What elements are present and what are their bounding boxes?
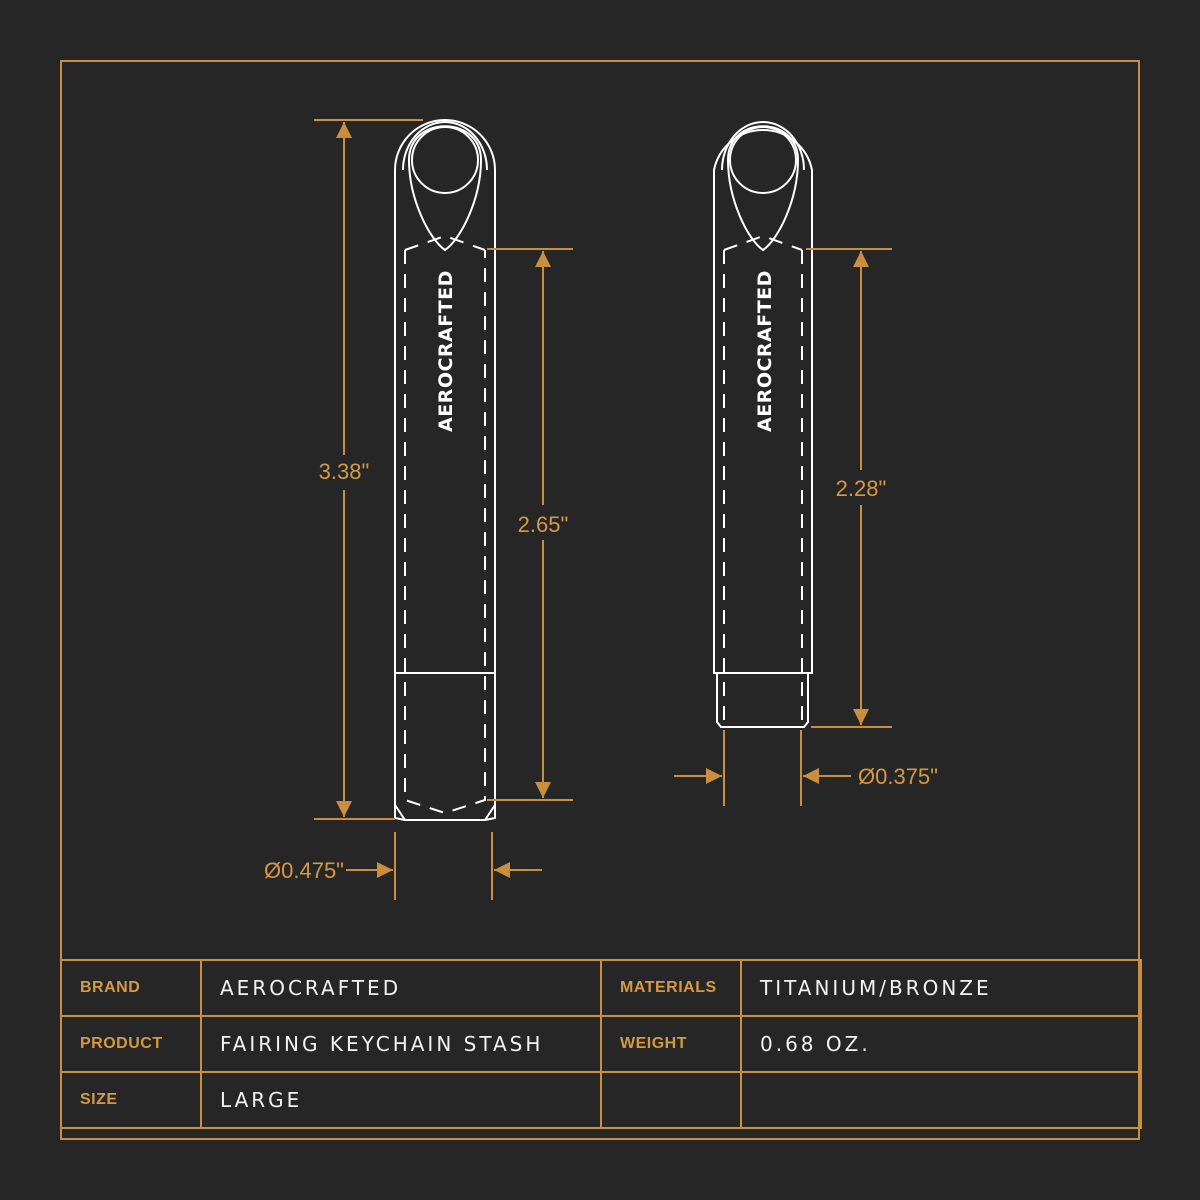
spec-label-brand: BRAND <box>60 959 202 1017</box>
small-engraving-text: AEROCRAFTED <box>754 270 776 432</box>
spec-value-size: LARGE <box>200 1071 602 1129</box>
small-body-length-label: 2.28" <box>836 476 887 501</box>
spec-value-weight: 0.68 OZ. <box>740 1015 1142 1073</box>
small-diameter-dimension <box>674 730 851 806</box>
spec-row: BRAND AEROCRAFTED MATERIALS TITANIUM/BRO… <box>60 959 1142 1017</box>
spec-value-brand: AEROCRAFTED <box>200 959 602 1017</box>
small-keychain-outline <box>713 121 813 728</box>
drawing-frame <box>60 60 1140 1140</box>
spec-label-size: SIZE <box>60 1071 202 1129</box>
small-diameter-label: Ø0.375" <box>858 764 938 789</box>
spec-row: PRODUCT FAIRING KEYCHAIN STASH WEIGHT 0.… <box>60 1015 1142 1073</box>
spec-value-product: FAIRING KEYCHAIN STASH <box>200 1015 602 1073</box>
large-keychain-outline <box>394 119 496 821</box>
small-body-length-dimension <box>806 248 892 728</box>
specs-table: BRAND AEROCRAFTED MATERIALS TITANIUM/BRO… <box>60 959 1142 1129</box>
spec-value-materials: TITANIUM/BRONZE <box>740 959 1142 1017</box>
large-engraving-text: AEROCRAFTED <box>435 270 457 432</box>
spec-label-materials: MATERIALS <box>600 959 742 1017</box>
spec-value-empty <box>740 1071 1142 1129</box>
large-body-length-label: 2.65" <box>518 512 569 537</box>
small-inner-cavity-dashed <box>723 234 803 724</box>
large-body-length-dimension <box>487 248 573 801</box>
large-overall-length-label: 3.38" <box>319 459 370 484</box>
spec-label-empty <box>600 1071 742 1129</box>
spec-label-weight: WEIGHT <box>600 1015 742 1073</box>
large-diameter-label: Ø0.475" <box>264 858 344 883</box>
spec-label-product: PRODUCT <box>60 1015 202 1073</box>
large-diameter-dimension <box>346 832 542 900</box>
large-overall-length-dimension <box>314 119 423 820</box>
technical-drawing: AEROCRAFTED 3.38" 2.65" Ø0.475" AEROCRAF… <box>264 119 938 900</box>
spec-row: SIZE LARGE <box>60 1071 1142 1129</box>
large-inner-cavity-dashed <box>404 234 486 815</box>
